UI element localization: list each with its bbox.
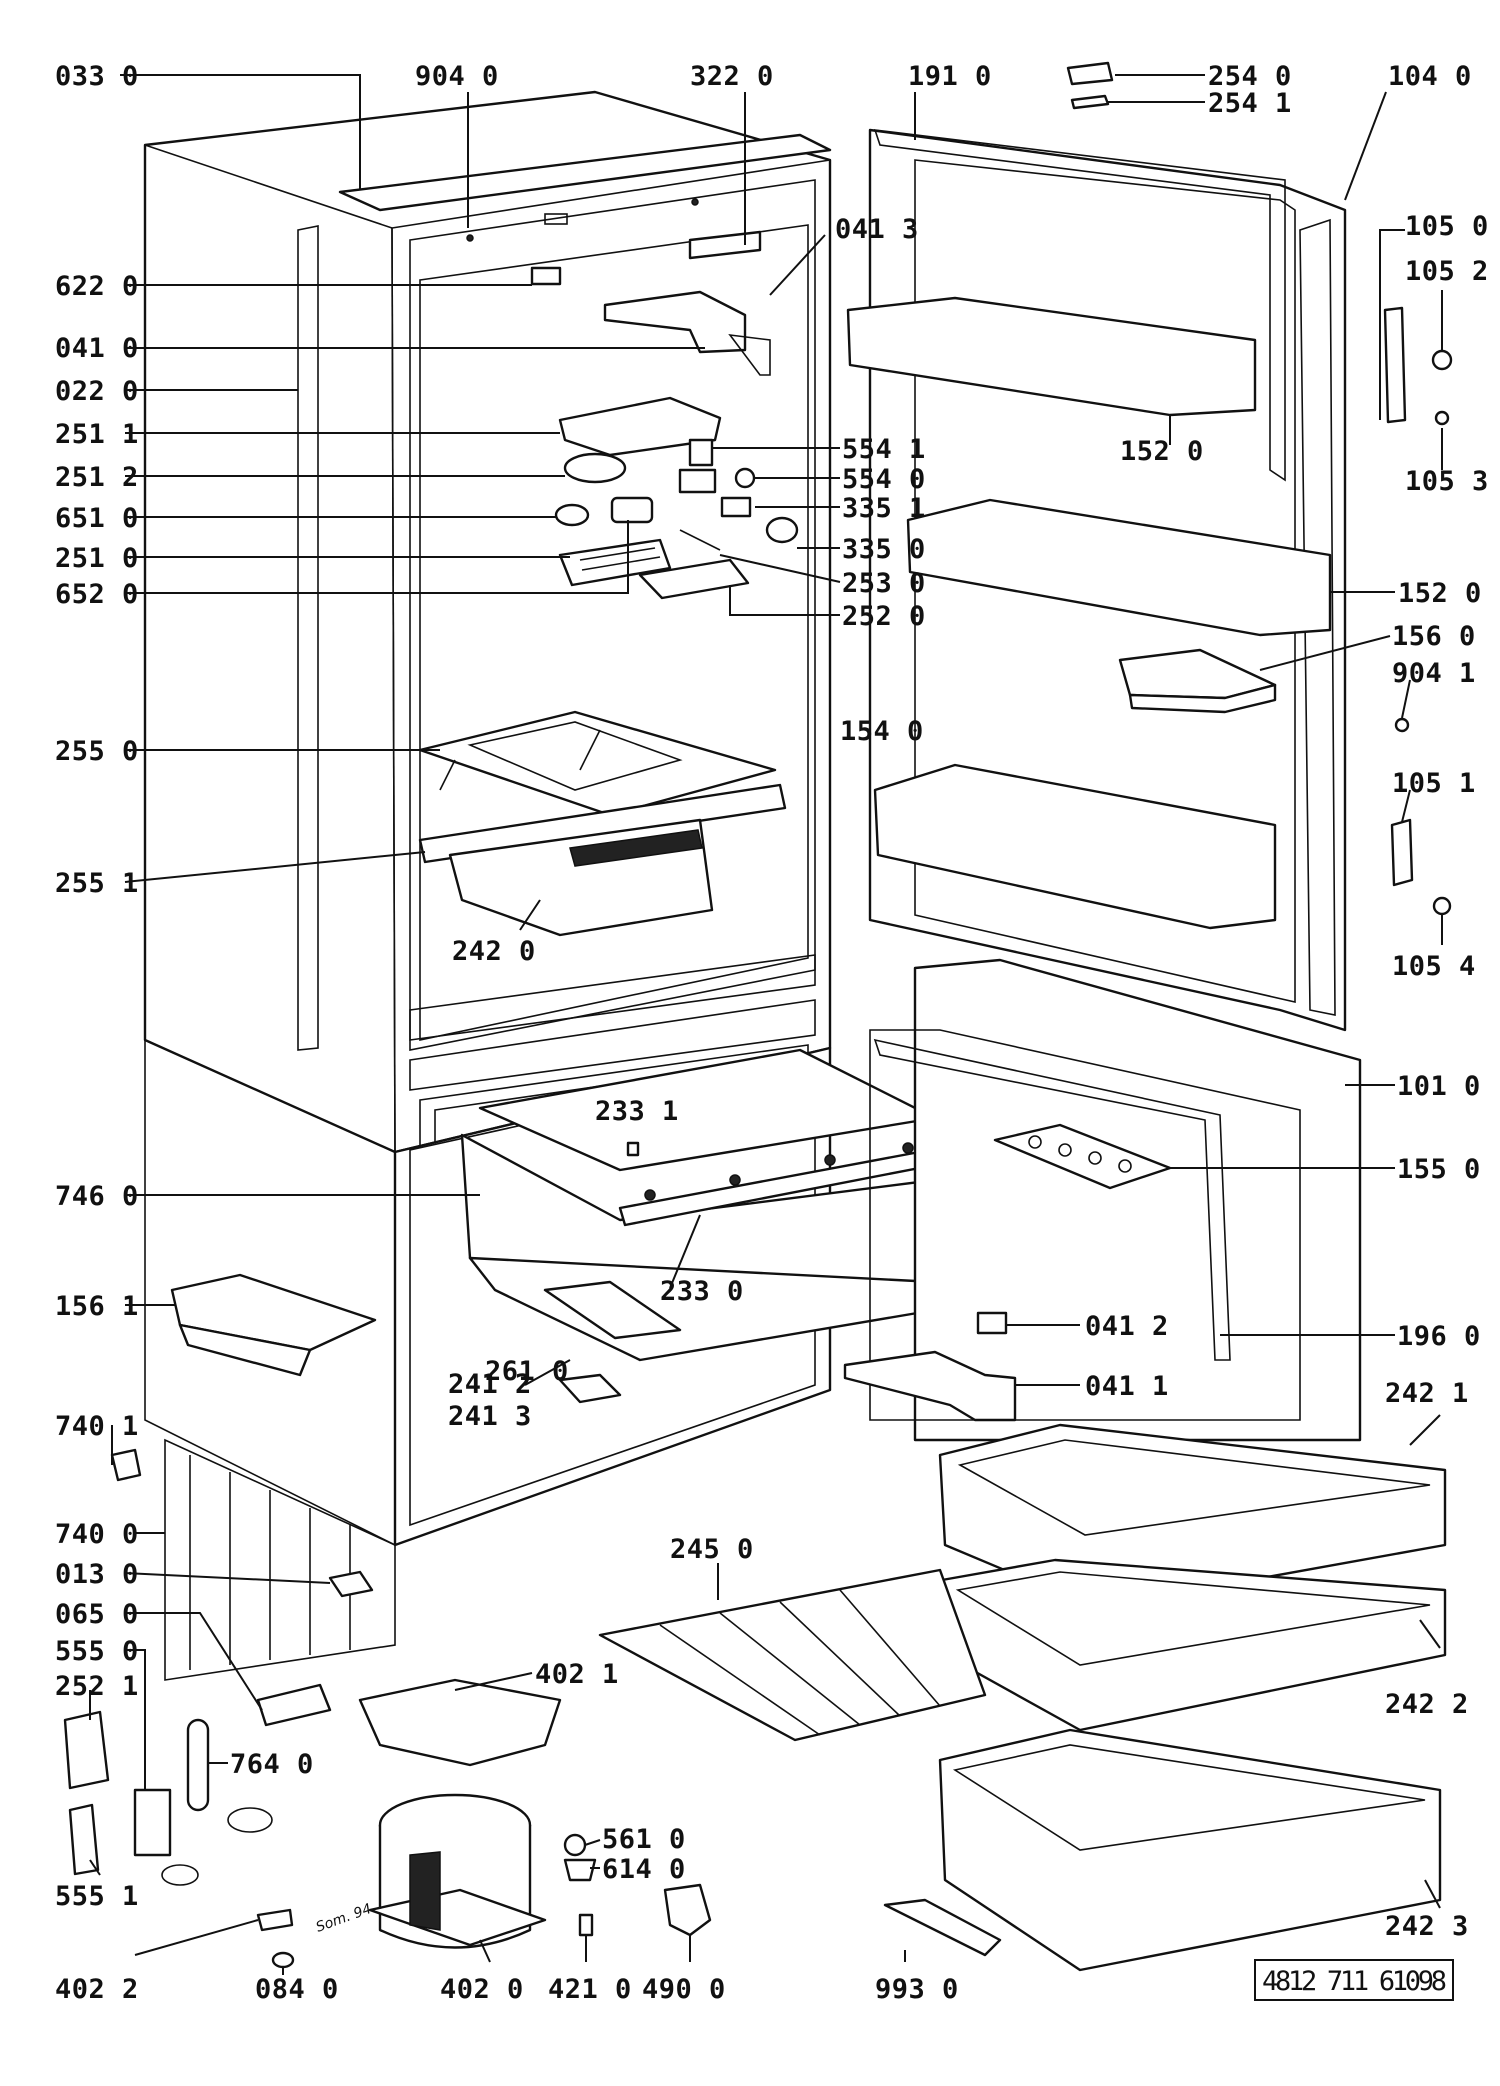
- label-261-0: 261 0: [485, 1356, 569, 1387]
- label-555-0: 555 0: [55, 1636, 139, 1667]
- label-555-1: 555 1: [55, 1881, 139, 1912]
- label-242-3: 242 3: [1385, 1911, 1469, 1942]
- label-322-0: 322 0: [690, 61, 774, 92]
- label-105-1: 105 1: [1392, 768, 1476, 799]
- label-993-0: 993 0: [875, 1974, 959, 2005]
- label-241-3: 241 3: [448, 1401, 532, 1432]
- label-335-0: 335 0: [842, 534, 926, 565]
- label-241-2: 241 2: [448, 1369, 532, 1400]
- label-041-3: 041 3: [835, 214, 919, 245]
- label-335-1: 335 1: [842, 493, 926, 524]
- label-041-2: 041 2: [1085, 1311, 1169, 1342]
- label-554-1: 554 1: [842, 434, 926, 465]
- label-084-0: 084 0: [255, 1974, 339, 2005]
- label-196-0: 196 0: [1397, 1321, 1481, 1352]
- label-105-0: 105 0: [1405, 211, 1489, 242]
- label-065-0: 065 0: [55, 1599, 139, 1630]
- compressor-and-accessories: Som. 94: [63, 1273, 1002, 1969]
- label-421-0: 421 0: [548, 1974, 632, 2005]
- label-904-0: 904 0: [415, 61, 499, 92]
- label-242-0: 242 0: [452, 936, 536, 967]
- label-022-0: 022 0: [55, 376, 139, 407]
- label-561-0: 561 0: [602, 1824, 686, 1855]
- label-013-0: 013 0: [55, 1559, 139, 1590]
- leader-lines: [89, 74, 1443, 1975]
- label-255-1: 255 1: [55, 868, 139, 899]
- lower-door: [843, 958, 1362, 1442]
- label-652-0: 652 0: [55, 579, 139, 610]
- label-105-3: 105 3: [1405, 466, 1489, 497]
- label-651-0: 651 0: [55, 503, 139, 534]
- label-152-0-upper: 152 0: [1120, 436, 1204, 467]
- label-554-0: 554 0: [842, 464, 926, 495]
- freezer-components: [460, 1048, 937, 1404]
- label-242-1: 242 1: [1385, 1378, 1469, 1409]
- label-253-0: 253 0: [842, 568, 926, 599]
- label-191-0: 191 0: [908, 61, 992, 92]
- label-041-1: 041 1: [1085, 1371, 1169, 1402]
- label-154-0: 154 0: [840, 716, 924, 747]
- label-105-4: 105 4: [1392, 951, 1476, 982]
- label-764-0: 764 0: [230, 1749, 314, 1780]
- label-746-0: 746 0: [55, 1181, 139, 1212]
- label-402-1: 402 1: [535, 1659, 619, 1690]
- freezer-drawers: [598, 1423, 1447, 1972]
- label-252-1: 252 1: [55, 1671, 139, 1702]
- label-033-0: 033 0: [55, 61, 139, 92]
- handwritten-note: Som. 94: [314, 1901, 374, 1936]
- label-251-2: 251 2: [55, 462, 139, 493]
- label-152-0-lower: 152 0: [1398, 578, 1482, 609]
- label-740-0: 740 0: [55, 1519, 139, 1550]
- label-101-0: 101 0: [1397, 1071, 1481, 1102]
- label-254-0: 254 0: [1208, 61, 1292, 92]
- label-041-0: 041 0: [55, 333, 139, 364]
- label-245-0: 245 0: [670, 1534, 754, 1565]
- fridge-components: [418, 230, 799, 937]
- label-402-0: 402 0: [440, 1974, 524, 2005]
- label-402-2: 402 2: [55, 1974, 139, 2005]
- label-614-0: 614 0: [602, 1854, 686, 1885]
- label-251-0: 251 0: [55, 543, 139, 574]
- label-254-1: 254 1: [1208, 88, 1292, 119]
- label-155-0: 155 0: [1397, 1154, 1481, 1185]
- label-156-0: 156 0: [1392, 621, 1476, 652]
- label-740-1: 740 1: [55, 1411, 139, 1442]
- label-233-1: 233 1: [595, 1096, 679, 1127]
- label-233-0: 233 0: [660, 1276, 744, 1307]
- label-252-0: 252 0: [842, 601, 926, 632]
- label-242-2: 242 2: [1385, 1689, 1469, 1720]
- label-904-1: 904 1: [1392, 658, 1476, 689]
- document-reference-number: 4812 711 61098: [1262, 1966, 1447, 1997]
- label-104-0: 104 0: [1388, 61, 1472, 92]
- upper-door: [846, 61, 1453, 1032]
- label-105-2: 105 2: [1405, 256, 1489, 287]
- document-reference: 4812 711 61098: [1254, 1959, 1454, 2001]
- label-490-0: 490 0: [642, 1974, 726, 2005]
- label-156-1: 156 1: [55, 1291, 139, 1322]
- label-251-1: 251 1: [55, 419, 139, 450]
- label-255-0: 255 0: [55, 736, 139, 767]
- part-labels: 033 0 904 0 322 0 191 0 254 0 254 1 104 …: [55, 61, 1489, 2005]
- label-622-0: 622 0: [55, 271, 139, 302]
